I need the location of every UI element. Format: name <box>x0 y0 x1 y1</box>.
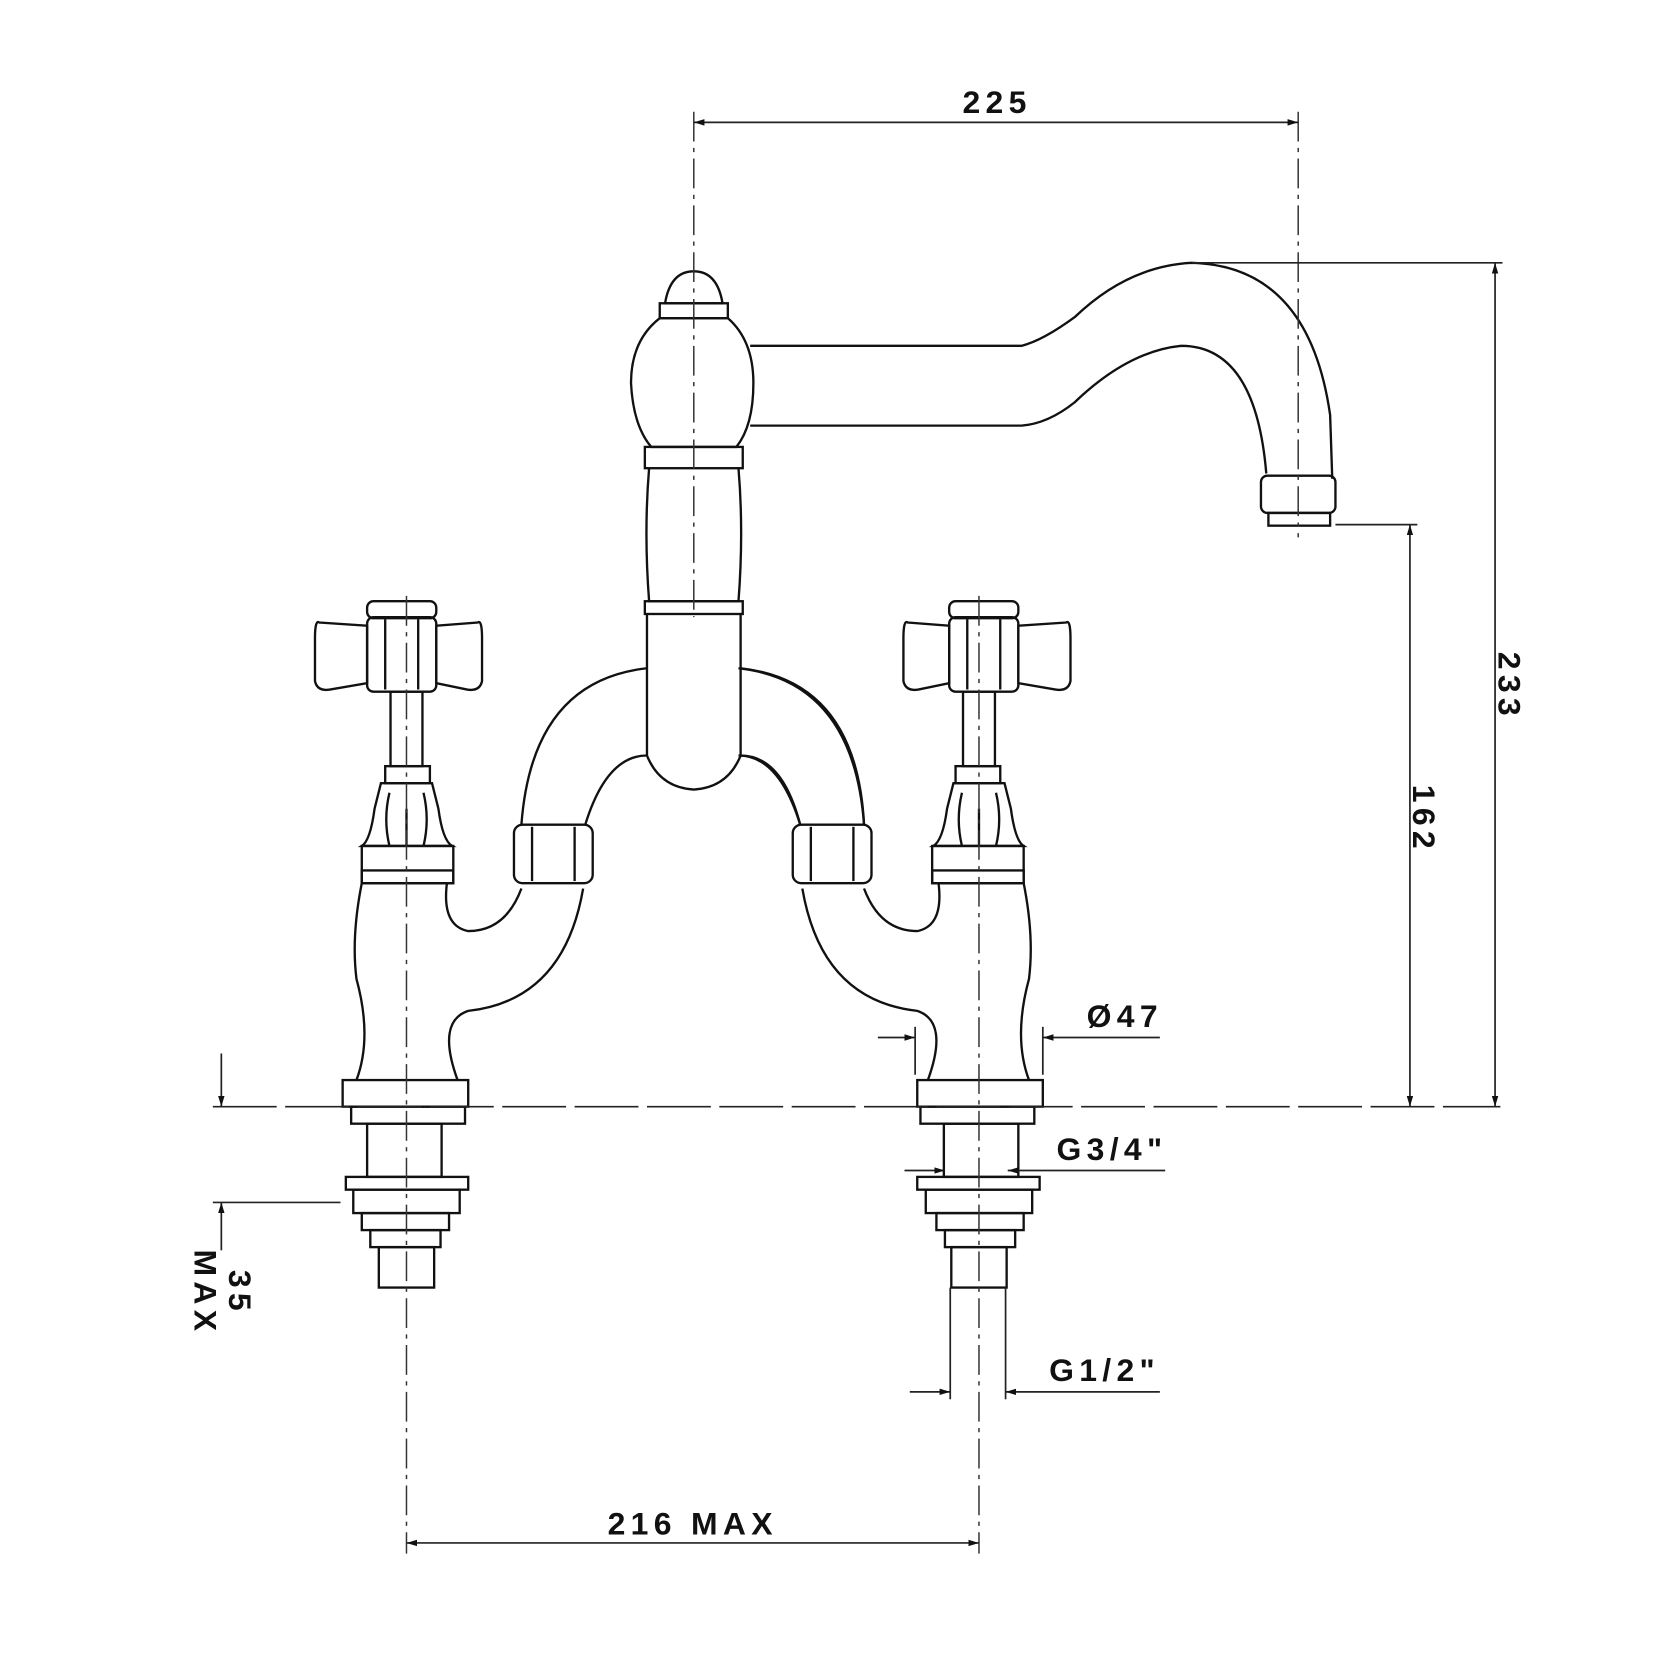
dim-deck-thickness-value: 35 <box>222 1270 258 1316</box>
central-column <box>629 270 866 825</box>
dimension-lines <box>212 111 1503 1547</box>
dim-spout-reach: 225 <box>962 84 1031 120</box>
dim-deck-thickness-suffix: MAX <box>188 1249 224 1336</box>
dim-inlet-thread: G3/4" <box>1057 1131 1168 1167</box>
dim-centre-distance: 216 MAX <box>608 1505 778 1541</box>
spout <box>750 261 1337 527</box>
dim-total-height: 233 <box>1491 652 1527 721</box>
right-valve <box>737 594 1072 1555</box>
dim-base-diameter: Ø47 <box>1087 998 1163 1034</box>
dim-spout-height: 162 <box>1406 785 1442 854</box>
left-valve <box>313 594 649 1555</box>
dim-outlet-thread: G1/2" <box>1049 1352 1160 1388</box>
